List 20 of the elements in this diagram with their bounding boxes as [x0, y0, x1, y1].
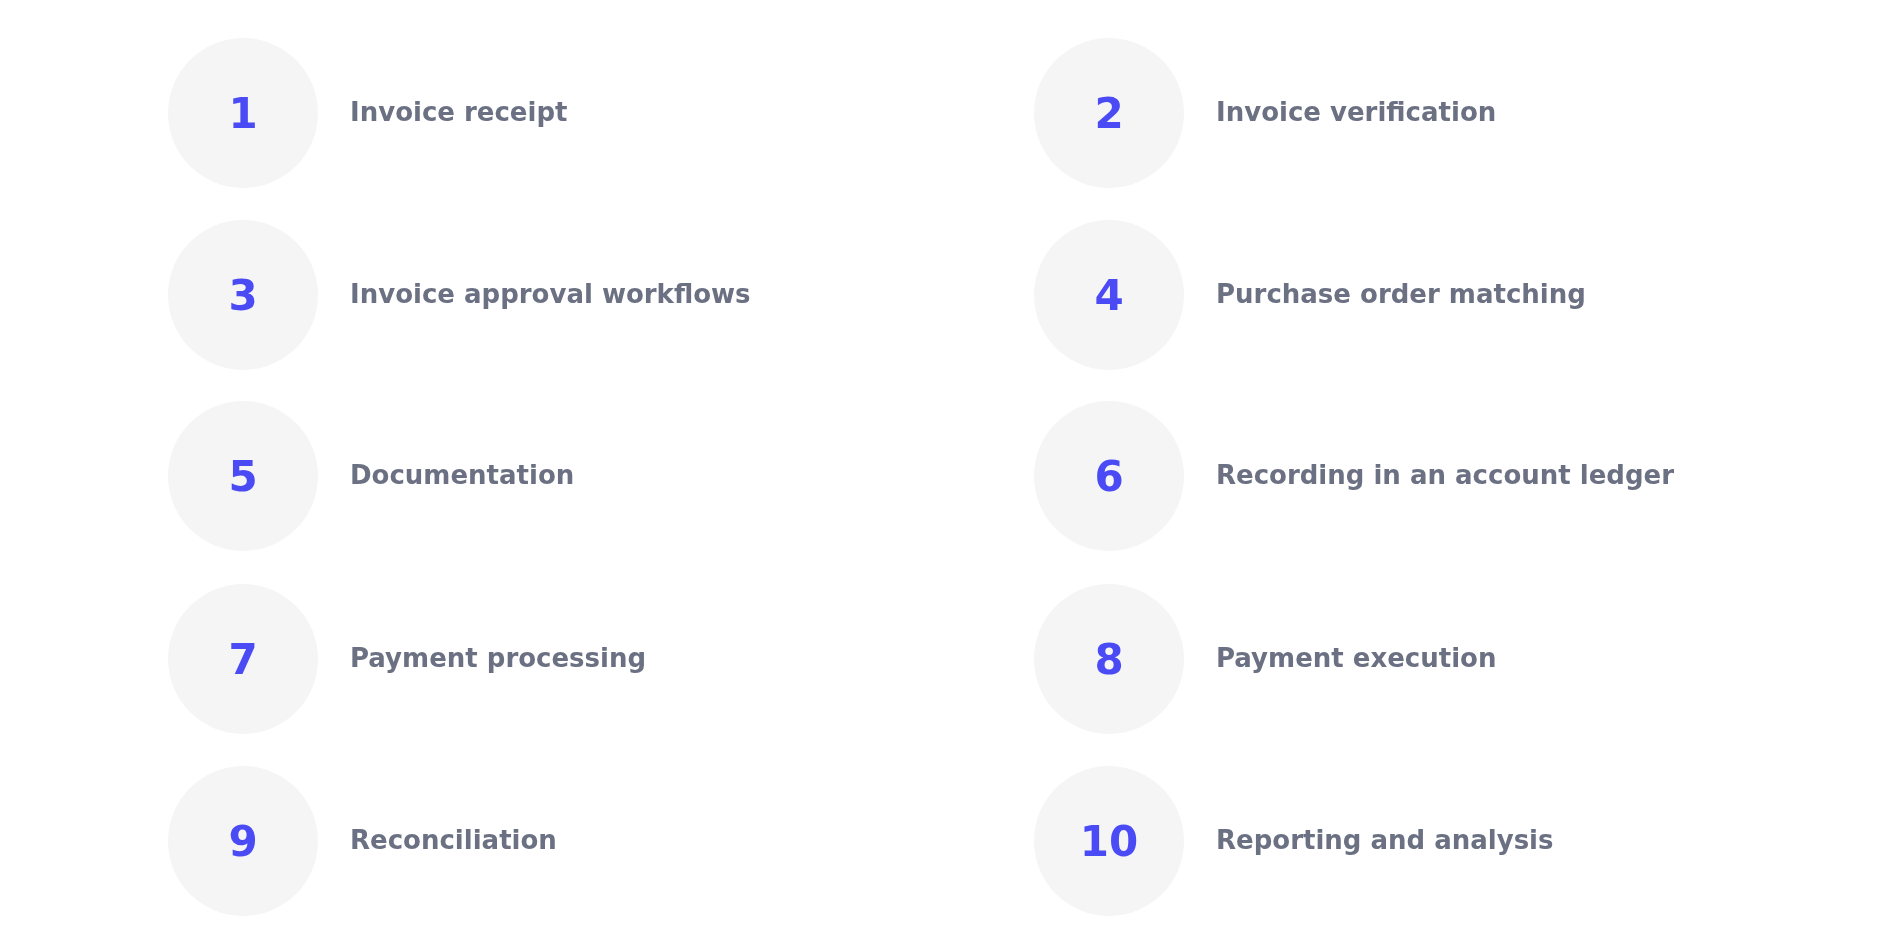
step-label: Payment processing — [350, 643, 647, 675]
step-label: Reporting and analysis — [1216, 825, 1554, 857]
step-label: Documentation — [350, 460, 575, 492]
step-circle: 4 — [1034, 220, 1184, 370]
step-circle: 10 — [1034, 766, 1184, 916]
step-circle: 2 — [1034, 38, 1184, 188]
step-circle: 3 — [168, 220, 318, 370]
step-label: Purchase order matching — [1216, 279, 1586, 311]
step-circle: 5 — [168, 401, 318, 551]
step-circle: 7 — [168, 584, 318, 734]
step-label: Invoice verification — [1216, 97, 1497, 129]
step-label: Invoice approval workflows — [350, 279, 751, 311]
step-circle: 6 — [1034, 401, 1184, 551]
step-label: Payment execution — [1216, 643, 1497, 675]
step-label: Recording in an account ledger — [1216, 460, 1674, 492]
step-label: Invoice receipt — [350, 97, 568, 129]
step-circle: 1 — [168, 38, 318, 188]
step-label: Reconciliation — [350, 825, 557, 857]
step-circle: 8 — [1034, 584, 1184, 734]
step-circle: 9 — [168, 766, 318, 916]
